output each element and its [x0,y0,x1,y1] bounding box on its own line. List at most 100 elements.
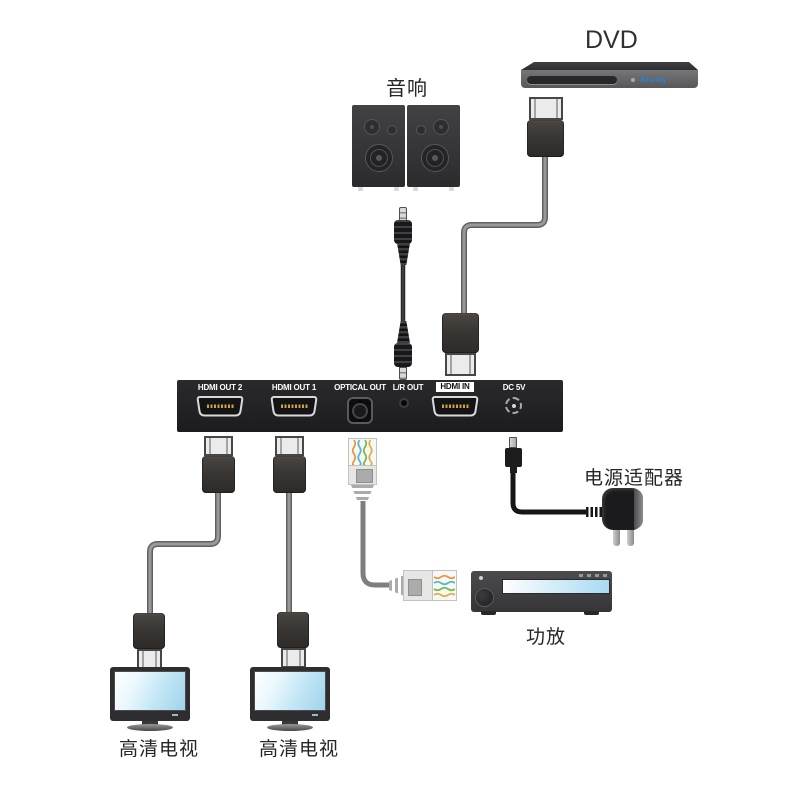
tv-2-logo [312,714,318,716]
amplifier-foot [584,611,599,615]
audio-jack-bottom-ribs [397,321,410,343]
wire-colors [433,574,456,598]
hdmi-plug-input-tip [445,353,476,376]
amplifier-vents [579,574,607,577]
optical-connector-top [348,438,377,502]
hdmi-plug-tv1-body [133,613,165,649]
speaker-right-foot [413,187,418,191]
hdmi-plug-tv2-body [277,612,309,648]
speakers-label: 音响 [386,78,428,100]
tv-1-label: 高清电视 [119,739,200,760]
hdmi-plug-out1-tip [275,436,304,456]
port-label-dc5v: DC 5V [502,383,526,392]
tv-2-stand-base [267,724,313,731]
dc-plug-neck [510,467,517,473]
port-label-hdmi-in-box: HDMI IN [436,382,474,392]
amplifier-foot [481,611,496,615]
hdmi-in-port [431,396,479,417]
tv-2-stand-neck [282,721,298,725]
tv-2-label: 高清电视 [259,739,340,760]
audio-jack-bottom-body [394,343,412,367]
audio-jack-top-ribs [397,243,410,265]
power-cable [510,471,588,515]
optical-out-port [347,397,373,424]
optical-connector-top-body [348,466,377,485]
amplifier-knob [475,588,494,607]
hdmi-plug-tv2-tip [280,648,306,668]
port-label-optical-out: OPTICAL OUT [334,383,386,392]
tv-1-screen [114,671,186,711]
speaker-right-woofer-cap [432,155,438,161]
speaker-left-foot [358,187,363,191]
tv-1-stand-base [127,724,173,731]
hdmi-plug-out2-body [202,456,235,493]
hdmi-out-2-port [196,396,244,417]
dc-5v-port [505,397,522,414]
speaker-right-foot [449,187,454,191]
audio-jack-bottom-tip [399,367,407,380]
hdmi-plug-out1-body [273,456,306,493]
tv-1 [110,667,190,731]
optical-connector-top-wires [348,438,377,466]
lr-out-port [399,398,409,408]
hdmi-plug-input [442,313,479,376]
optical-lens [352,402,368,419]
audio-jack-top-body [394,220,412,244]
power-adapter-face [634,489,643,529]
tv-2 [250,667,330,731]
tv-1-logo [172,714,178,716]
audio-jack-top-tip [399,207,407,221]
speaker-left-mid [387,125,397,135]
tv-2-screen [254,671,326,711]
hdmi-plug-input-body [442,313,479,353]
power-adapter-body [602,488,643,530]
hdmi-plug-out2 [202,436,235,493]
amplifier [471,571,612,615]
power-adapter-prong [627,528,634,546]
optical-connector-top-ribs [351,485,374,502]
dc-plug [505,437,522,473]
amplifier-led [479,576,483,580]
hdmi-cable-tv1 [148,487,220,616]
hdmi-cable-dvd-outline [461,150,548,316]
wire-colors [351,439,373,466]
speaker-right-tweeter-dot [439,125,443,129]
hdmi-cable-tv1-outline [147,487,221,616]
dc-plug-body [505,448,522,467]
hdmi-plug-tv2 [277,612,309,668]
hdmi-plug-dvd-tip [528,97,563,120]
dvd-top-face [521,62,698,70]
dvd-label: DVD [585,26,638,54]
speaker-left-woofer-cap [376,155,382,161]
optical-connector-top-latch [356,469,373,483]
dvd-power-led [631,78,635,82]
speaker-left [352,105,405,191]
speaker-left-foot [394,187,399,191]
optical-connector-bottom-body [403,570,433,601]
hdmi-plug-out1 [273,436,306,493]
speaker-left-tweeter-dot [370,125,374,129]
optical-connector-bottom-ribs [389,575,403,596]
amplifier-display [502,579,610,594]
dc-plug-tip [509,437,517,448]
optical-cable [360,501,392,588]
optical-connector-bottom-latch [408,579,422,596]
hdmi-cable-dvd [462,150,547,316]
bluray-badge: Blu-ray [641,75,667,84]
hdmi-plug-dvd [527,97,564,157]
hdmi-plug-tv1 [133,613,165,669]
port-label-hdmi-out-2: HDMI OUT 2 [197,383,243,392]
speaker-right [407,105,460,191]
hdmi-plug-dvd-body [527,120,564,157]
speaker-right-mid [416,125,426,135]
dvd-disc-slot [527,76,617,84]
hdmi-plug-out2-tip [204,436,233,456]
dc-5v-pin [511,403,516,408]
port-label-lr-out: L/R OUT [392,383,424,392]
hdmi-plug-tv1-tip [136,649,162,669]
optical-connector-bottom-wires [433,570,457,601]
optical-connector-bottom [389,570,457,601]
hdmi-out-1-port [270,396,318,417]
